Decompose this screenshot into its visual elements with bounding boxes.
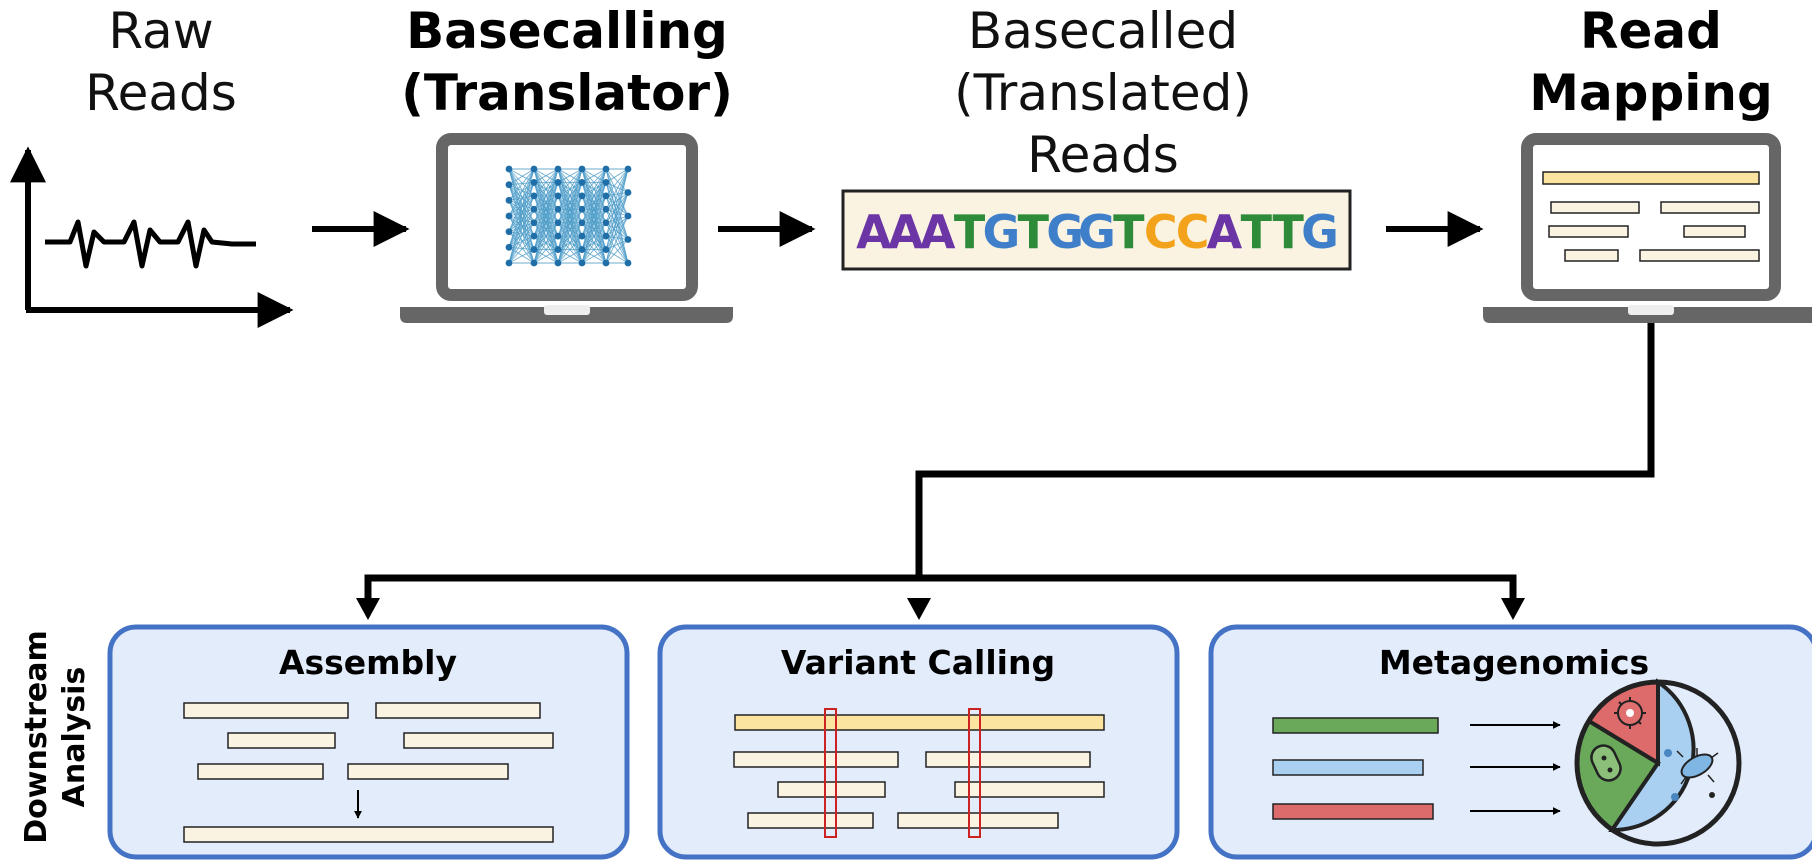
read-mapping-laptop-icon [1483,133,1812,323]
nucleotide-letter: G [1046,205,1084,259]
nucleotide-letter: C [1176,205,1210,259]
variant-marker [824,708,837,838]
variant-calling-panel [657,624,1180,860]
nucleotide-letter: T [1273,205,1305,259]
nucleotide-letter: T [1018,205,1050,259]
nucleotide-letter: T [1113,205,1145,259]
assembly-title: Assembly [279,643,457,682]
metagenomics-title: Metagenomics [1379,643,1649,682]
nucleotide-letter: C [1144,205,1178,259]
neural-network-icon [505,165,632,267]
basecalled-label-line2: (Translated) [954,64,1252,122]
variant-calling-title: Variant Calling [781,643,1055,682]
raw-label-line1: Raw [108,2,213,60]
downstream-label-line1: Downstream [19,630,54,843]
metagenomics-icon [1272,678,1742,847]
basecalled-label-line1: Basecalled [968,2,1238,60]
signal-plot-icon [9,146,294,328]
nucleotide-letter: G [1078,205,1116,259]
variant-calling-reads-icon [733,708,1105,838]
assembly-panel [107,624,630,860]
connector-to-downstream [356,323,1655,620]
nucleotide-letter: T [1241,205,1273,259]
downstream-label-line2: Analysis [57,667,92,808]
mapping-label-line2: Mapping [1529,64,1773,122]
basecalling-label-line2: (Translator) [401,64,733,122]
species-pie-icon [1574,678,1742,847]
nucleotide-letter: A [1207,205,1243,259]
basecalling-label-line1: Basecalling [406,2,728,60]
nucleotide-letter: T [954,205,986,259]
mapping-label-line1: Read [1580,2,1722,60]
variant-marker [968,708,981,838]
nucleotide-letter: A [888,205,924,259]
basecalled-label-line3: Reads [1027,126,1179,184]
nucleotide-letter: A [856,205,892,259]
basecalling-laptop-icon [400,133,733,323]
raw-label-line2: Reads [85,64,237,122]
assembly-reads-icon [183,702,554,843]
nucleotide-letter: G [1301,205,1339,259]
nucleotide-letter: G [983,205,1021,259]
nucleotide-letter: A [920,205,956,259]
